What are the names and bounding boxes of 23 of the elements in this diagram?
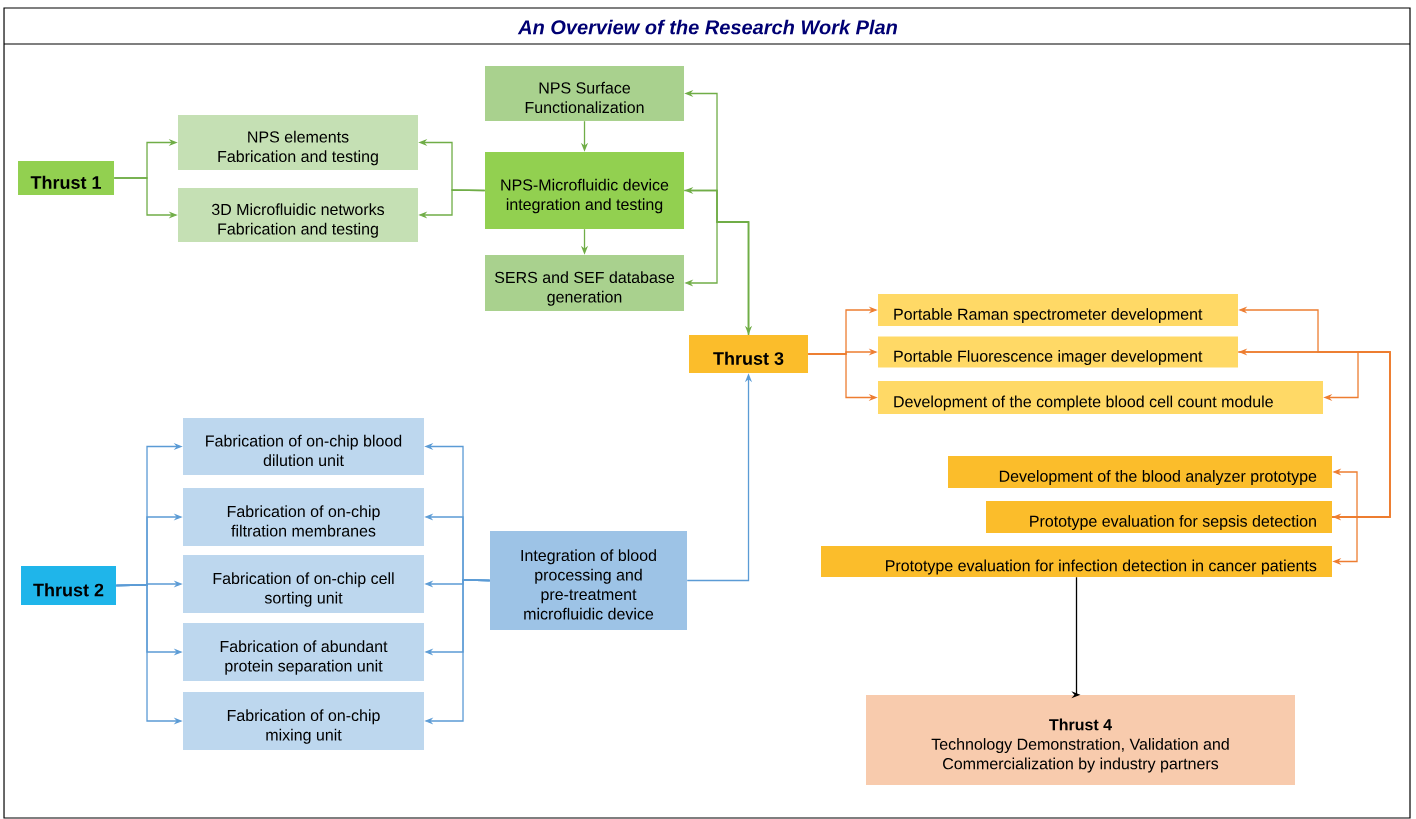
task-box: Fabrication of on-chip cell sorting unit bbox=[183, 555, 424, 613]
task-box: NPS elements Fabrication and testing bbox=[178, 115, 418, 170]
thrust-box: Thrust 4 Technology Demonstration, Validation and Commercialization by industry partners bbox=[866, 695, 1295, 785]
task-box: Prototype evaluation for infection detection in cancer patients bbox=[821, 545, 1332, 578]
title: An Overview of the Research Work Plan bbox=[517, 19, 897, 35]
task-box: Fabrication of abundant protein separation unit bbox=[183, 623, 424, 681]
thrust-box: Thrust 2 bbox=[21, 566, 116, 605]
task-box: Fabrication of on-chip filtration membranes bbox=[183, 488, 424, 546]
arrow bbox=[1331, 516, 1358, 566]
task-box: NPS-Microfluidic device integration and testing bbox=[485, 152, 684, 229]
task-box: Development of the complete blood cell count module bbox=[878, 381, 1323, 414]
task-box: SERS and SEF database generation bbox=[485, 255, 684, 311]
thrust-box: Thrust 3 bbox=[689, 335, 808, 373]
task-box: Integration of blood processing and pre-treatment microfluidic device bbox=[490, 531, 687, 630]
task-box: Portable Fluorescence imager development bbox=[878, 336, 1238, 368]
task-box: 3D Microfluidic networks Fabrication and testing bbox=[178, 188, 418, 242]
task-box: Development of the blood analyzer prototype bbox=[948, 456, 1332, 488]
task-box: NPS Surface Functionalization bbox=[485, 66, 684, 121]
task-box: Fabrication of on-chip blood dilution unit bbox=[183, 418, 424, 475]
task-box: Portable Raman spectrometer development bbox=[878, 294, 1238, 326]
task-box: Prototype evaluation for sepsis detection bbox=[986, 501, 1332, 533]
task-box: Fabrication of on-chip mixing unit bbox=[183, 692, 424, 750]
thrust-box: Thrust 1 bbox=[18, 161, 114, 195]
